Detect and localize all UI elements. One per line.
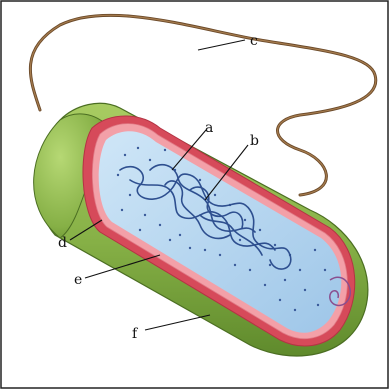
label-c: c <box>250 33 258 49</box>
label-d: d <box>58 235 67 251</box>
label-e: e <box>74 272 82 288</box>
label-b: b <box>250 133 259 149</box>
label-a: a <box>205 120 213 136</box>
